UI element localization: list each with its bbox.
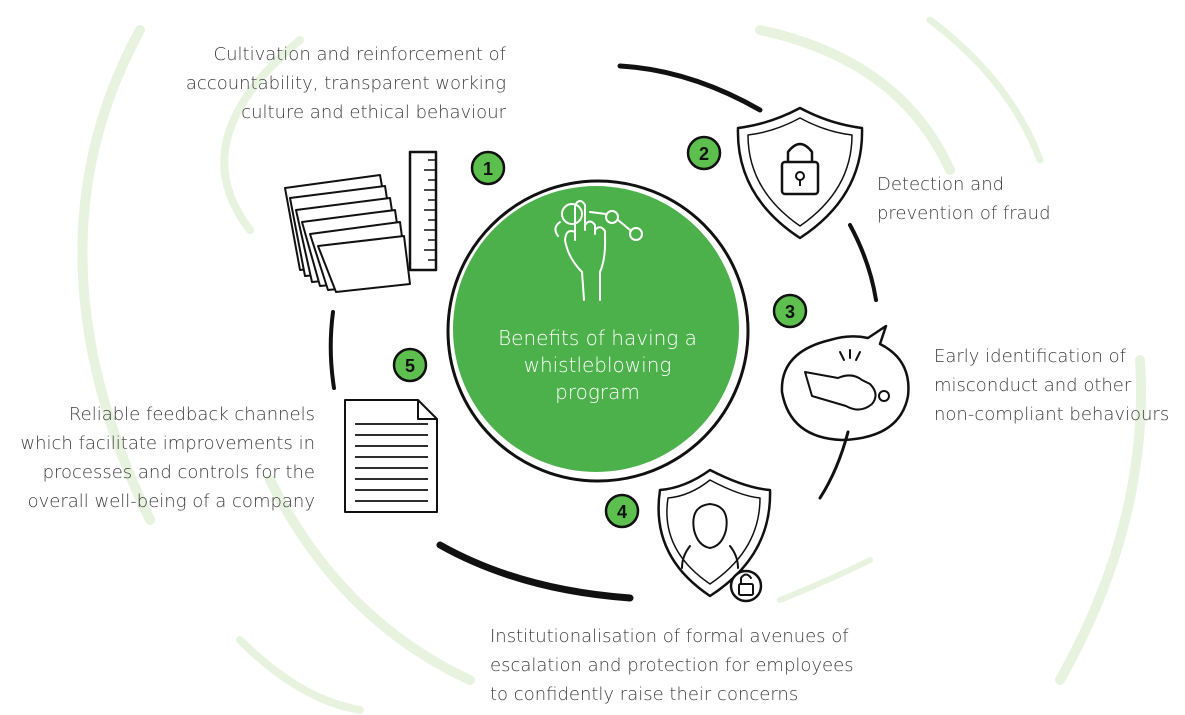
arc-right-lower — [818, 430, 850, 500]
hand-touch-icon — [554, 200, 643, 301]
badge-4-number: 4 — [617, 502, 627, 522]
step-1-label: Cultivation and reinforcement of account… — [185, 44, 506, 123]
badge-5: 5 — [392, 347, 428, 383]
step-5-label: Reliable feedback channels which facilit… — [20, 404, 315, 512]
whistle-speech-bubble-icon — [780, 324, 910, 442]
badge-2: 2 — [686, 135, 722, 171]
badge-3: 3 — [772, 293, 808, 329]
badge-1-number: 1 — [483, 159, 493, 179]
shield-lock-icon — [736, 106, 864, 240]
arc-bottom — [436, 541, 634, 602]
badge-3-number: 3 — [785, 302, 795, 322]
badge-1: 1 — [470, 150, 506, 186]
documents-ruler-icon — [284, 150, 438, 293]
background-swooshes — [77, 16, 1146, 714]
center-circle — [446, 179, 750, 483]
step-2-label: Detection and prevention of fraud — [877, 174, 1051, 224]
badge-4: 4 — [604, 493, 640, 529]
badge-5-number: 5 — [405, 356, 415, 376]
badge-2-number: 2 — [699, 144, 709, 164]
arc-top — [617, 63, 763, 113]
step-3-label: Early identification of misconduct and o… — [934, 346, 1170, 425]
arc-left — [328, 310, 336, 390]
shield-person-lock-icon — [657, 468, 772, 603]
center-title: Benefits of having a whistleblowing prog… — [498, 326, 697, 404]
step-4-label: Institutionalisation of formal avenues o… — [490, 626, 854, 705]
arc-right-upper — [848, 223, 878, 302]
document-lines-icon — [344, 399, 438, 513]
